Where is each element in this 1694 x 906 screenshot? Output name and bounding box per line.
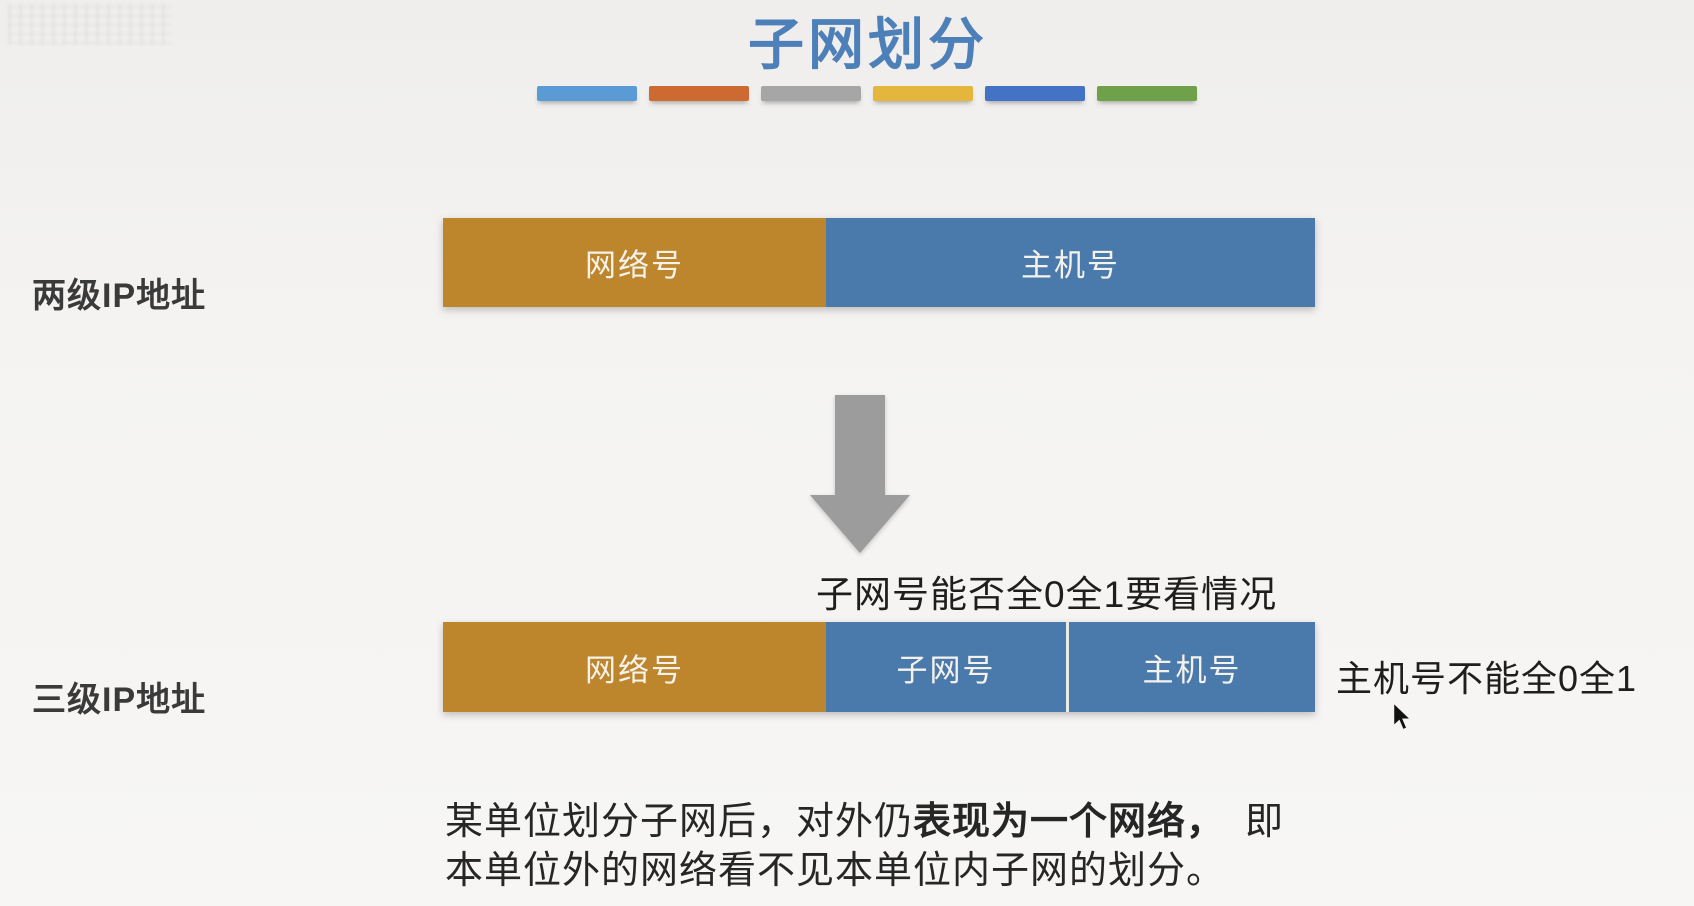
- dash-blue: [537, 86, 637, 101]
- host-note: 主机号不能全0全1: [1336, 658, 1638, 699]
- network-id-segment: 网络号: [443, 622, 826, 712]
- mouse-cursor: [1392, 702, 1413, 731]
- summary-paragraph: 某单位划分子网后，对外仍表现为一个网络， 即 本单位外的网络看不见本单位内子网的划…: [445, 798, 1284, 896]
- summary-line-2: 本单位外的网络看不见本单位内子网的划分。: [445, 847, 1284, 896]
- host-id-segment: 主机号: [826, 218, 1315, 307]
- title-underline-dashes: [537, 86, 1197, 101]
- host-id-label: 主机号: [1021, 248, 1120, 283]
- summary-line1-pre: 某单位划分子网后，对外仍: [445, 801, 914, 843]
- network-id-label: 网络号: [585, 652, 684, 688]
- two-level-ip-bar: 网络号 主机号: [443, 218, 1315, 307]
- dash-gray: [761, 86, 861, 101]
- two-level-ip-label: 两级IP地址: [32, 277, 207, 315]
- three-level-ip-bar: 网络号 子网号 主机号: [443, 622, 1315, 712]
- summary-line-1: 某单位划分子网后，对外仍表现为一个网络， 即: [445, 798, 1284, 847]
- summary-line2-text: 本单位外的网络看不见本单位内子网的划分。: [445, 850, 1226, 892]
- subnet-id-segment: 子网号: [826, 622, 1069, 712]
- watermark: [8, 3, 173, 45]
- three-level-ip-label: 三级IP地址: [32, 681, 207, 719]
- network-id-segment: 网络号: [443, 218, 826, 307]
- dash-green: [1097, 86, 1197, 101]
- slide-title: 子网划分: [748, 13, 988, 76]
- summary-line1-bold: 表现为一个网络，: [913, 801, 1226, 843]
- network-id-label: 网络号: [585, 248, 684, 283]
- subnet-note: 子网号能否全0全1要看情况: [816, 574, 1278, 615]
- dash-orange: [649, 86, 749, 101]
- down-arrow-icon: [810, 395, 910, 553]
- host-id-label: 主机号: [1142, 652, 1242, 688]
- host-id-segment: 主机号: [1069, 622, 1315, 712]
- summary-line1-post: 即: [1245, 801, 1285, 843]
- dash-yellow: [873, 86, 973, 101]
- subnet-id-label: 子网号: [896, 652, 996, 688]
- dash-darkblue: [985, 86, 1085, 101]
